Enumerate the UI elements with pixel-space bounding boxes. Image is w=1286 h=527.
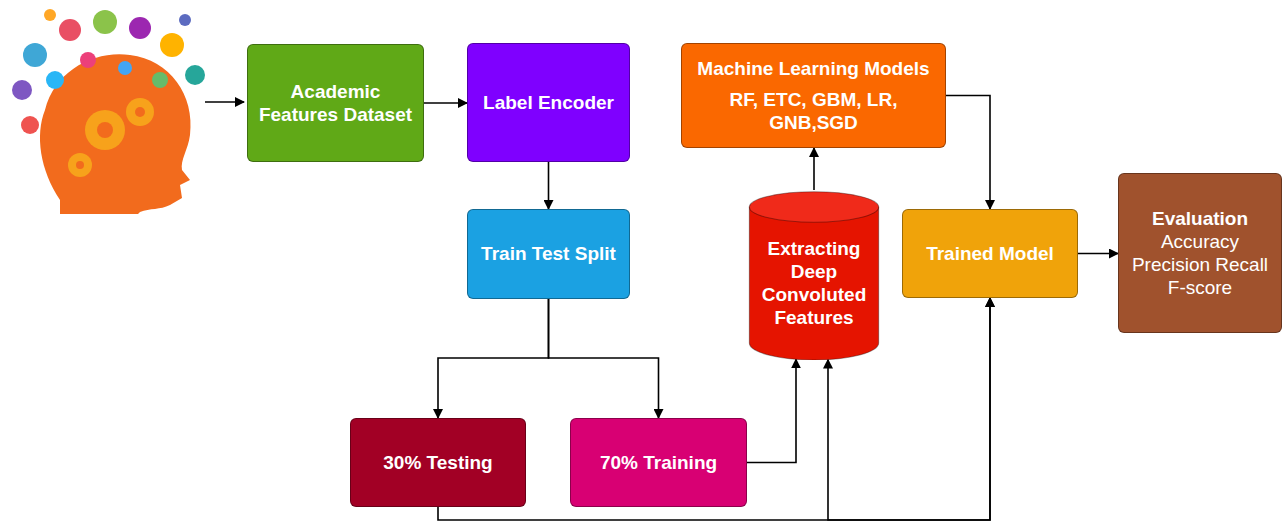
node-label: Label Encoder — [483, 91, 614, 114]
node-label: Machine Learning Models — [697, 57, 929, 80]
flow-arrow — [424, 102, 467, 104]
input-arrow — [205, 101, 244, 103]
feature-cylinder: Extracting Deep Convoluted Features — [748, 190, 880, 360]
process-box: Label Encoder — [467, 43, 630, 162]
node-body: RF, ETC, GBM, LR, GNB,SGD — [692, 88, 935, 134]
model-box: Machine Learning ModelsRF, ETC, GBM, LR,… — [681, 43, 946, 148]
node-label: Evaluation — [1152, 207, 1248, 230]
flow-arrow — [438, 299, 549, 418]
process-box: Train Test Split — [467, 209, 630, 299]
flow-arrow — [946, 96, 990, 210]
node-label: Academic Features Dataset — [258, 80, 413, 126]
node-label: Extracting Deep Convoluted Features — [758, 237, 870, 330]
node-label: Train Test Split — [481, 242, 616, 265]
training-box: 70% Training — [570, 418, 747, 507]
brain-head-illustration — [12, 9, 205, 214]
node-label: 30% Testing — [383, 451, 492, 474]
node-label: Trained Model — [926, 242, 1054, 265]
flow-arrow — [1078, 253, 1118, 255]
flow-arrow — [813, 148, 815, 190]
flow-arrow — [548, 162, 550, 209]
flow-arrow — [747, 359, 796, 462]
evaluation-box: EvaluationAccuracy Precision Recall F-sc… — [1118, 173, 1282, 333]
node-label: 70% Training — [600, 451, 717, 474]
dataset-box: Academic Features Dataset — [247, 44, 424, 162]
node-body: Accuracy Precision Recall F-score — [1129, 230, 1271, 300]
trained-model-box: Trained Model — [902, 209, 1078, 298]
flow-arrow — [549, 299, 659, 418]
testing-box: 30% Testing — [350, 418, 526, 507]
